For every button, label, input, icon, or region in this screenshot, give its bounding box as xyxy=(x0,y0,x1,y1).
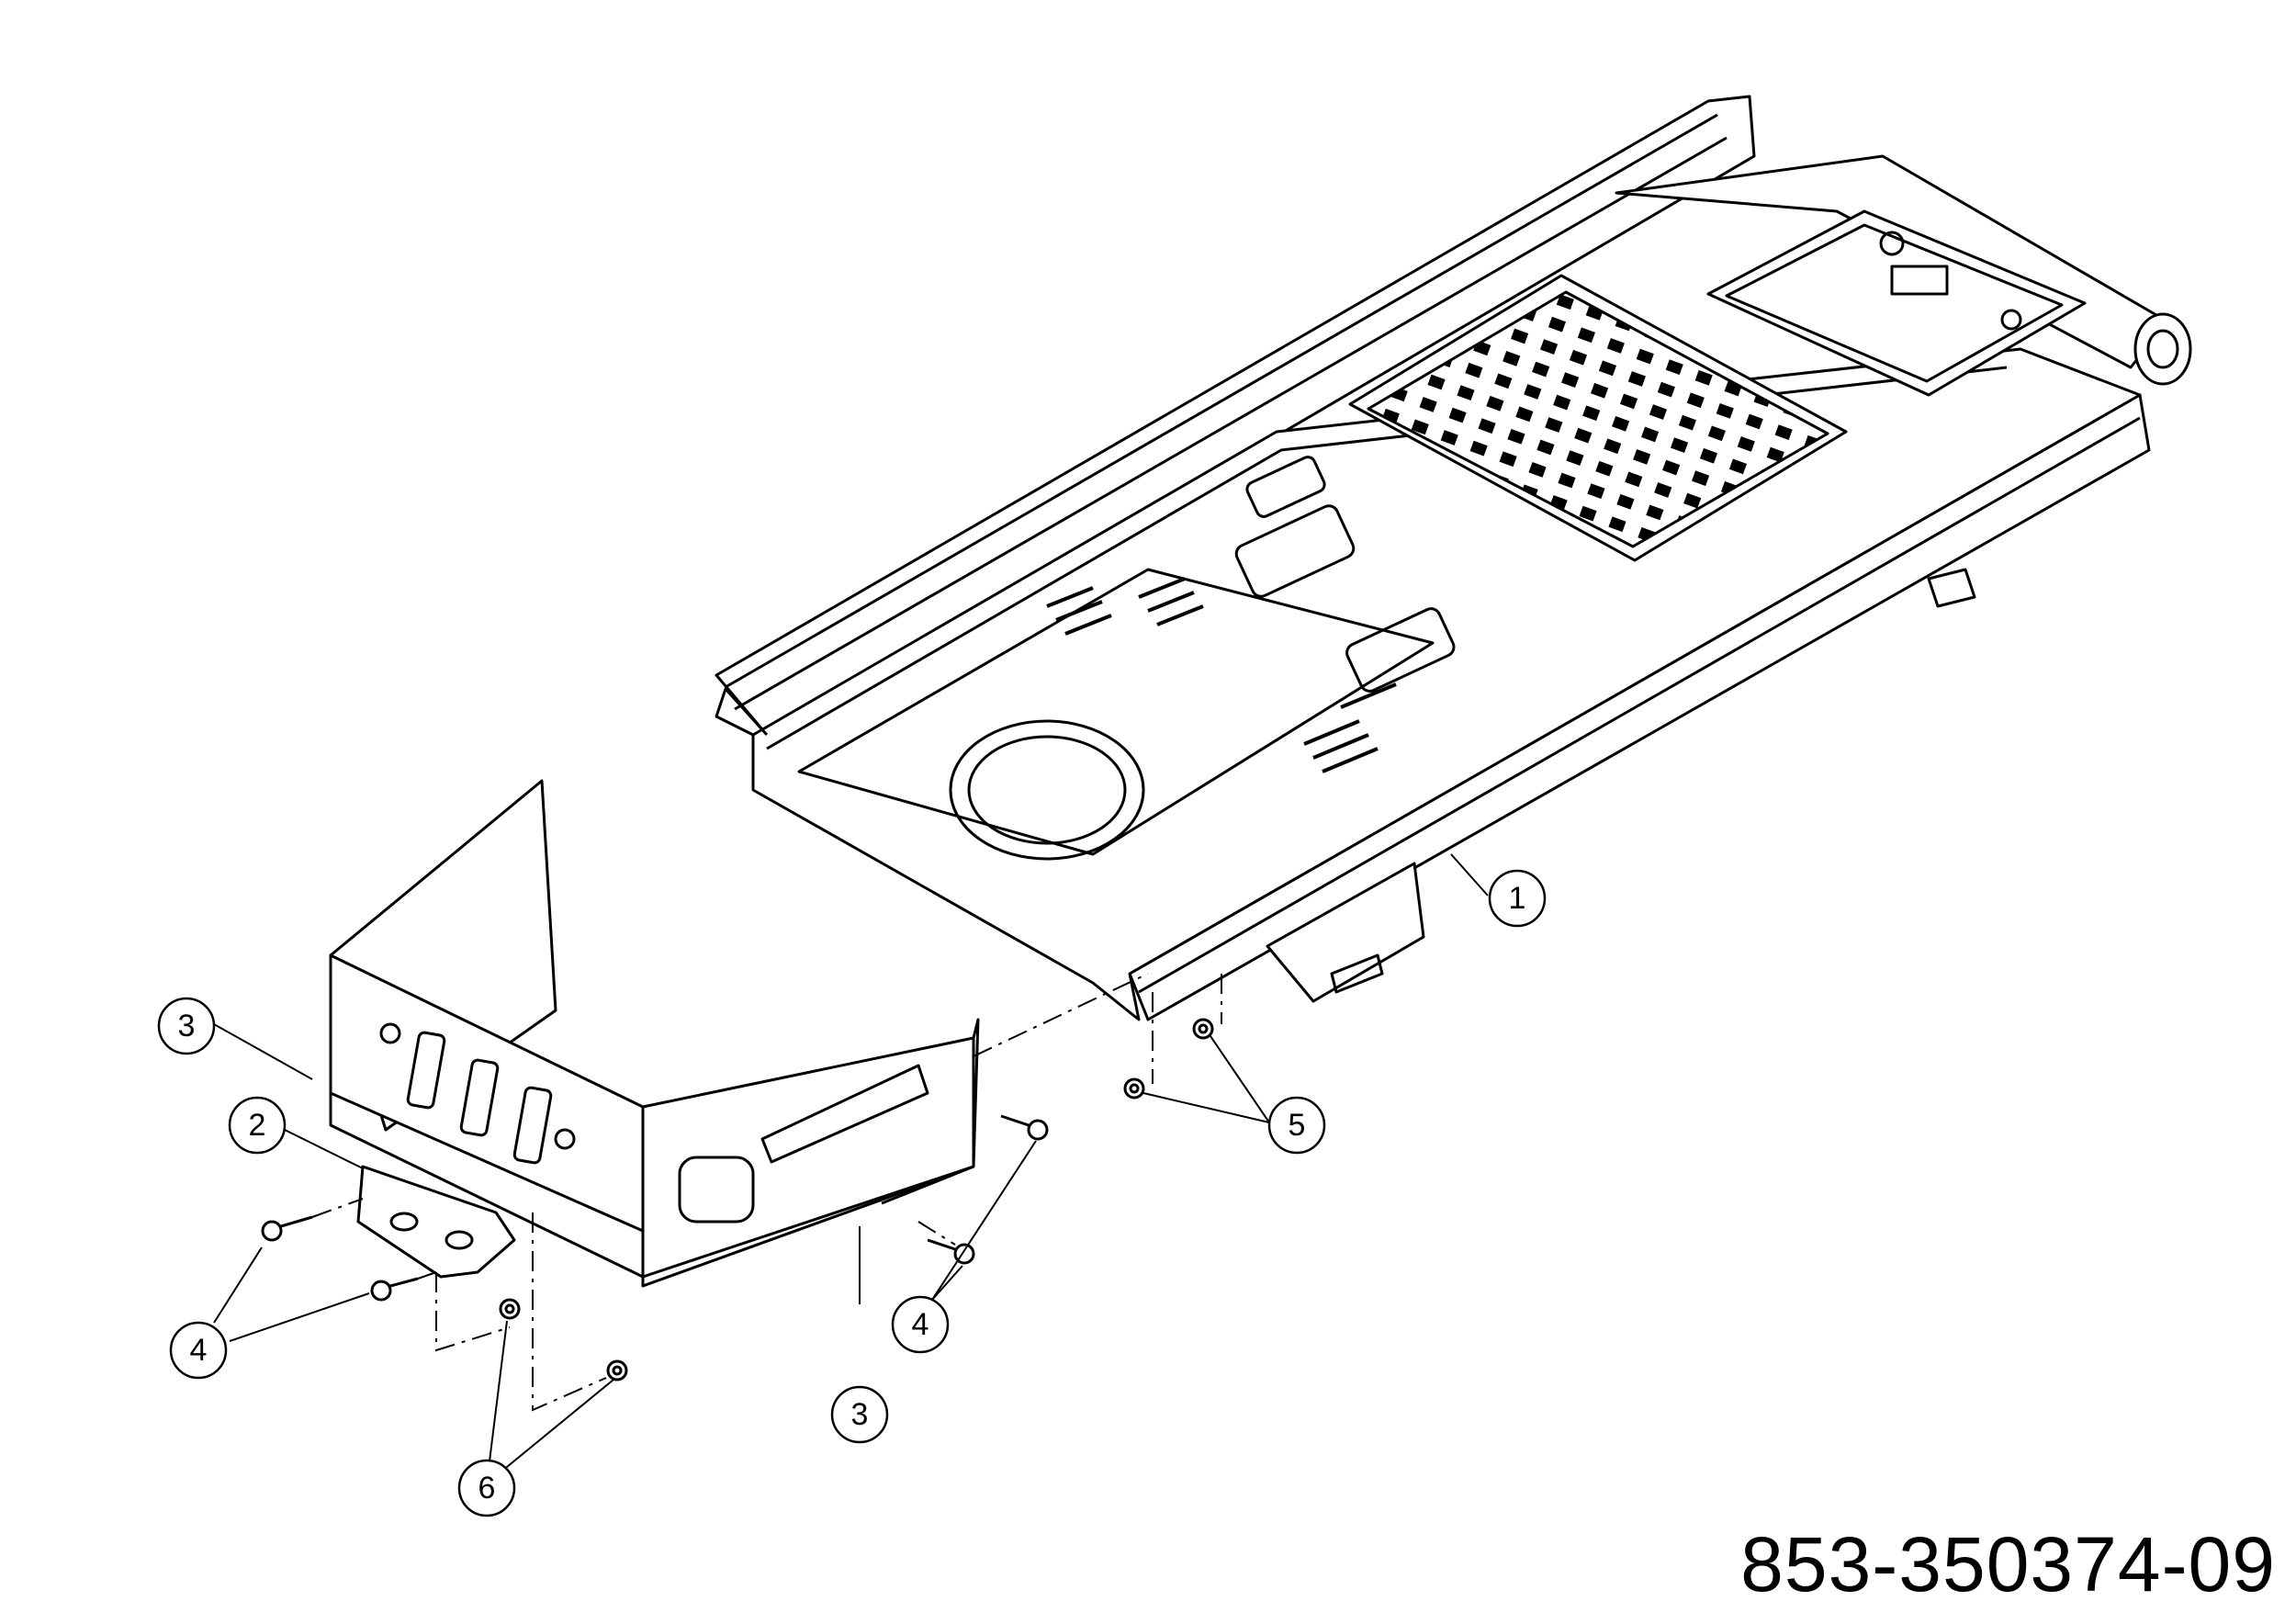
callout-3b-label: 3 xyxy=(851,1397,869,1432)
leader-lines xyxy=(213,853,1489,1484)
callout-5-label: 5 xyxy=(1289,1108,1306,1143)
callout-1: 1 xyxy=(1488,869,1547,928)
callouts: 1 2 3 3 4 4 5 6 xyxy=(157,869,1547,1517)
callout-2-label: 2 xyxy=(249,1108,266,1143)
bolt-4c-icon xyxy=(927,1238,975,1265)
callout-5: 5 xyxy=(1267,1096,1326,1155)
callout-2: 2 xyxy=(228,1096,287,1155)
bolt-4d-icon xyxy=(1000,1114,1049,1141)
front-bumper xyxy=(329,779,980,1288)
hardware xyxy=(261,1018,1214,1382)
callout-4a-label: 4 xyxy=(190,1333,208,1368)
callout-6-label: 6 xyxy=(478,1471,496,1506)
nut-5b-icon xyxy=(1123,1077,1145,1100)
callout-1-label: 1 xyxy=(1509,881,1526,916)
callout-3a: 3 xyxy=(157,997,216,1055)
bolt-4a-icon xyxy=(261,1215,313,1242)
document-number: 853-350374-09 xyxy=(1740,1521,2276,1607)
tow-plate xyxy=(356,1165,516,1279)
callout-4b: 4 xyxy=(891,1295,950,1354)
callout-4b-label: 4 xyxy=(912,1307,929,1342)
callout-4a: 4 xyxy=(169,1321,228,1380)
nut-6b-icon xyxy=(606,1359,628,1382)
callout-3b: 3 xyxy=(830,1385,889,1444)
main-frame xyxy=(715,95,2192,1021)
alignment-lines xyxy=(311,973,1222,1412)
bolt-4b-icon xyxy=(370,1277,419,1302)
nut-6a-icon xyxy=(499,1298,521,1320)
callout-3a-label: 3 xyxy=(178,1009,196,1043)
callout-6: 6 xyxy=(457,1459,516,1517)
nut-5a-icon xyxy=(1192,1018,1214,1040)
